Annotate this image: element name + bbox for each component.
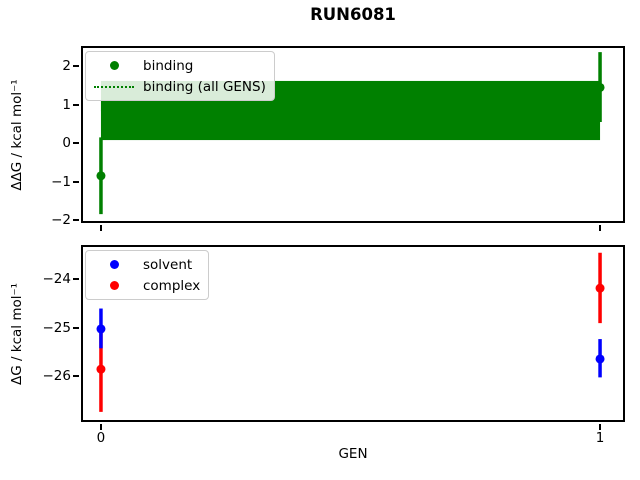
y-tick-label: −24 [42, 271, 72, 288]
y-tick-label: −26 [42, 368, 72, 385]
bottom-legend: solvent complex [85, 250, 210, 300]
complex-data-point [595, 283, 605, 293]
x-tick-mark [99, 225, 102, 231]
y-tick-label: 1 [62, 96, 71, 113]
solvent-data-point [595, 354, 605, 364]
y-tick-mark [73, 180, 79, 183]
bottom-y-axis-label: ΔG / kcal mol⁻¹ [9, 282, 25, 385]
legend-label: complex [143, 277, 201, 294]
y-tick-mark [73, 278, 79, 281]
bottom-subplot: ΔG / kcal mol⁻¹ solvent complex −24 −25 −26… [9, 245, 625, 446]
bottom-plot-area [96, 252, 605, 412]
legend-entry: solvent [94, 254, 200, 275]
y-tick-label: −2 [51, 211, 71, 228]
legend-handle [94, 85, 134, 88]
y-tick-mark [73, 375, 79, 378]
legend-entry: complex [94, 275, 200, 296]
y-tick-mark [73, 326, 79, 329]
y-tick-mark [73, 218, 79, 221]
legend-entry: binding (all GENS) [94, 76, 266, 97]
x-tick-label: 1 [595, 430, 605, 446]
y-tick-label: −25 [42, 319, 72, 336]
chart-title: RUN6081 [310, 5, 396, 24]
complex-data-point [96, 364, 106, 374]
y-tick-label: 0 [62, 135, 71, 152]
y-tick-mark [73, 65, 79, 68]
x-tick-mark [99, 424, 102, 430]
top-legend: binding binding (all GENS) [85, 51, 275, 101]
legend-label: solvent [143, 256, 193, 273]
y-tick-label: −1 [51, 173, 71, 190]
legend-handle [94, 260, 134, 269]
top-y-axis-label: ΔΔG / kcal mol⁻¹ [9, 78, 25, 191]
binding-data-point [595, 82, 605, 92]
x-tick-mark [599, 225, 602, 231]
legend-entry: binding [94, 55, 266, 76]
x-tick-label: 0 [96, 430, 106, 446]
y-tick-mark [73, 103, 79, 106]
y-tick-mark [73, 142, 79, 145]
legend-handle [94, 61, 134, 70]
x-tick-mark [599, 424, 602, 430]
top-subplot: ΔΔG / kcal mol⁻¹ binding binding (all GEN… [9, 46, 625, 231]
legend-label: binding [143, 57, 194, 74]
binding-data-point [96, 171, 106, 181]
complex-marker-icon [109, 281, 119, 290]
y-tick-label: 2 [62, 58, 71, 75]
solvent-data-point [96, 324, 106, 334]
legend-handle [94, 281, 134, 290]
solvent-marker-icon [109, 260, 119, 269]
legend-label: binding (all GENS) [143, 78, 266, 95]
x-axis-label: GEN [338, 446, 368, 462]
binding-marker-icon [109, 61, 119, 70]
dotted-line-icon [94, 85, 134, 88]
